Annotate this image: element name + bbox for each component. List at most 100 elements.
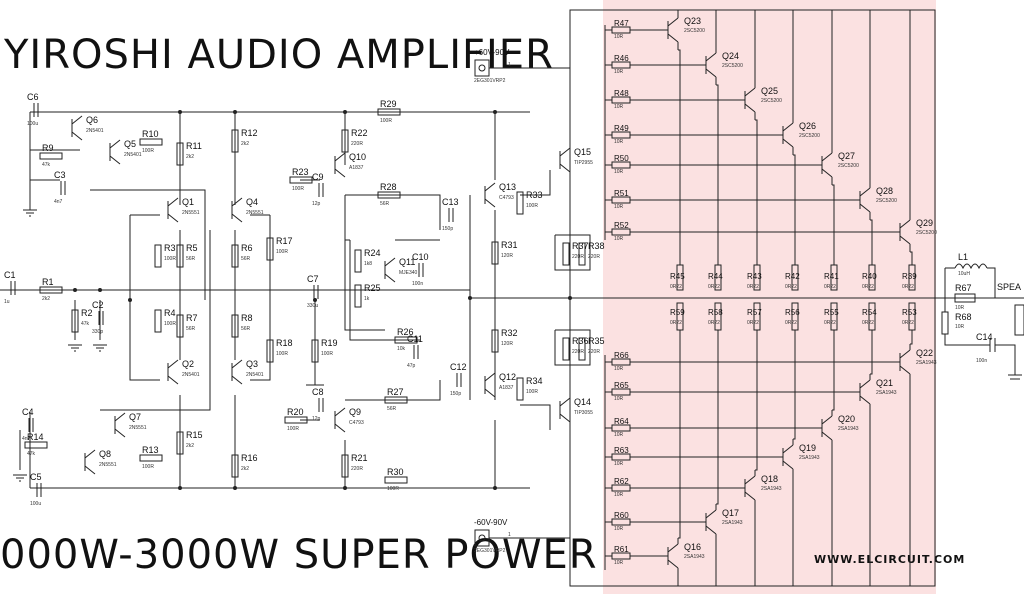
part-value: 2k2: [186, 443, 194, 449]
part-value: TIP3055: [574, 410, 593, 416]
emitter-resistor-top: [830, 264, 838, 291]
pnp-transistor-label: Q21: [876, 378, 893, 388]
part-value: 56R: [241, 326, 251, 332]
resistor-body: [176, 142, 184, 166]
resistor-body: [231, 454, 239, 478]
part-label: R6: [241, 243, 253, 253]
npn-transistor-label: Q27: [838, 151, 855, 161]
emitter-resistor-bottom: [714, 302, 722, 331]
resistor-body: [491, 329, 499, 353]
pnp-base-resistor-value: 10R: [614, 526, 624, 532]
part-label: R9: [42, 143, 54, 153]
npn-base-resistor-value: 10R: [614, 34, 624, 40]
emitter-resistor-top-value: 0R22: [708, 284, 720, 290]
output-stage-background: [603, 0, 936, 594]
part-label: R14: [27, 432, 44, 442]
part-label: R19: [321, 338, 338, 348]
resistor-body: [384, 476, 408, 484]
part-value: 2k2: [241, 141, 249, 147]
part-label: R33: [526, 190, 543, 200]
resistor-body: [139, 454, 163, 462]
ground-symbol: [23, 209, 37, 217]
npn-base-resistor-value: 10R: [614, 204, 624, 210]
junction-dot: [313, 298, 317, 302]
emitter-resistor-bottom: [791, 302, 799, 331]
part-label: Q15: [574, 147, 591, 157]
resistor-body: [154, 309, 162, 333]
speaker-label: SPEA: [997, 282, 1021, 292]
part-value: 47p: [407, 363, 416, 369]
c14-label: C14: [976, 332, 993, 342]
emitter-resistor-top: [791, 264, 799, 291]
transistor-symbol: [84, 449, 96, 475]
emitter-resistor-bottom: [676, 302, 684, 331]
r67-label: R67: [955, 283, 972, 293]
part-label: C3: [54, 170, 66, 180]
pnp-transistor-label: Q17: [722, 508, 739, 518]
pnp-transistor-type: 2SA1943: [838, 426, 859, 432]
part-r14: R14 47k: [24, 432, 48, 457]
title-top: YIROSHI AUDIO AMPLIFIER: [3, 32, 554, 78]
junction-dot: [178, 486, 182, 490]
part-label: R20: [287, 407, 304, 417]
junction-dot: [178, 110, 182, 114]
r67-value: 10R: [955, 305, 965, 311]
part-value: 2N5401: [86, 128, 104, 134]
junction-dot: [568, 296, 572, 300]
resistor-body: [176, 431, 184, 455]
emitter-resistor-bottom-value: 0R22: [670, 320, 682, 326]
part-label: C11: [407, 334, 423, 344]
part-label: C13: [442, 197, 459, 207]
part-value: 220R: [588, 254, 600, 260]
part-value: 2N5551: [246, 210, 264, 216]
output-stage: R4710RQ232SC5200R4610RQ242SC5200R4810RQ2…: [604, 10, 937, 586]
r68-value: 10R: [955, 324, 965, 330]
resistor-body: [39, 152, 63, 160]
resistor-body: [231, 244, 239, 268]
part-value: 47k: [42, 162, 51, 168]
website-label: WWW.ELCIRCUIT.COM: [814, 553, 965, 566]
pnp-transistor-type: 2SA1943: [684, 554, 705, 560]
pnp-base-resistor-label: R61: [614, 545, 629, 554]
resistor-body: [341, 454, 349, 478]
c14-value: 100n: [976, 358, 987, 364]
part-value: 330u: [307, 303, 318, 309]
emitter-resistor-top-value: 0R22: [902, 284, 914, 290]
emitter-resistor-bottom: [830, 302, 838, 331]
resistor-body: [516, 377, 524, 401]
resistor-body: [311, 339, 319, 363]
part-value: C4793: [499, 195, 514, 201]
resistor-body: [289, 176, 313, 184]
part-label: R34: [526, 376, 543, 386]
pnp-base-resistor-label: R66: [614, 351, 629, 360]
emitter-resistor-bottom-label: R57: [747, 308, 762, 317]
emitter-resistor-bottom-label: R56: [785, 308, 800, 317]
npn-output-transistor: [821, 152, 833, 178]
part-label: R17: [276, 236, 293, 246]
pnp-output-transistor: [782, 444, 794, 470]
front-end-wiring: [0, 111, 935, 489]
part-value: 47k: [27, 451, 36, 457]
pnp-output-transistor: [744, 475, 756, 501]
pnp-output-transistor: [705, 509, 717, 535]
